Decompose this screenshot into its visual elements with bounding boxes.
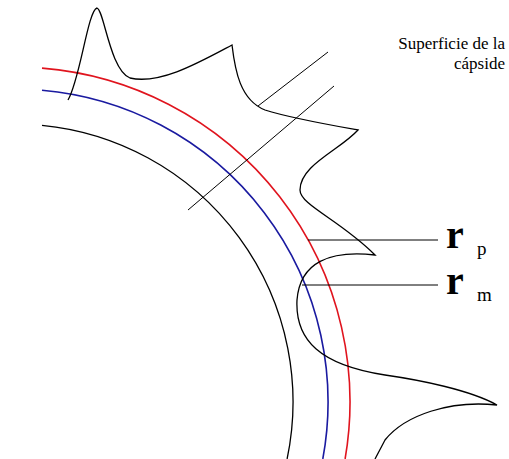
rm-circle bbox=[42, 90, 328, 459]
radius-symbol: r bbox=[446, 258, 464, 304]
leader-line bbox=[302, 285, 438, 286]
leader-line bbox=[188, 86, 334, 210]
leader-line bbox=[258, 52, 328, 106]
radius-subscript: p bbox=[477, 238, 487, 260]
capsid-surface bbox=[68, 8, 497, 459]
radius-symbol: r bbox=[446, 212, 464, 258]
capsid-surface-label: Superficie de la cápside bbox=[355, 34, 505, 73]
radius-subscript: m bbox=[477, 284, 492, 306]
inner-circle bbox=[42, 125, 293, 459]
rp-circle bbox=[42, 68, 350, 459]
leader-line bbox=[308, 240, 438, 241]
